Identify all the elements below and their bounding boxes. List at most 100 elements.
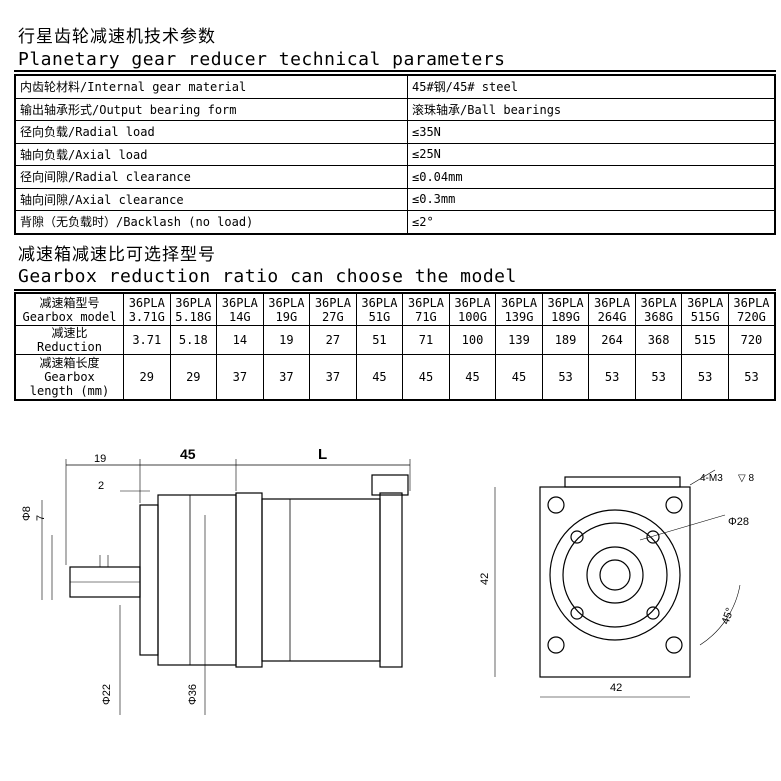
length-cell: 45 [495,354,543,401]
dim-d22: Φ22 [101,684,113,705]
hole-depth: ▽ 8 [738,473,754,484]
parameter-label: 输出轴承形式/Output bearing form [14,97,408,121]
parameter-value: ≤25N [407,142,776,166]
model-line1: 36PLA [500,295,538,310]
parameter-value: ≤0.3mm [407,187,776,211]
dim-d36: Φ36 [187,684,199,705]
ratio-cell: 14 [216,325,264,355]
section1-rule [14,70,776,72]
parameter-label: 轴向负载/Axial load [14,142,408,166]
motor-body [261,498,381,662]
model-line1: 36PLA [361,295,398,310]
model-line2: 19G [275,309,298,324]
gearbox-body [157,494,237,666]
parameter-row: 轴向间隙/Axial clearance≤0.3mm [14,187,776,211]
model-line2: 3.71G [128,309,165,324]
model-line1: 36PLA [175,295,212,310]
model-line1: 36PLA [454,295,491,310]
ratio-cell: 368 [634,325,683,355]
model-line1: 36PLA [594,295,631,310]
dim-L: L [318,446,327,463]
header-length-en1: Gearbox [44,370,95,384]
ratio-cell: 3.71 [123,325,171,355]
mount-hole-3 [547,636,565,654]
length-cell: 37 [216,354,264,401]
model-line1: 36PLA [268,295,305,310]
dim-19: 19 [94,453,106,465]
pilot-circle [586,546,644,604]
model-line1: 36PLA [687,295,724,310]
angle-45: 45° [720,606,737,626]
header-length: 减速箱长度 Gearbox length (mm) [14,354,124,401]
parameter-label: 轴向间隙/Axial clearance [14,187,408,211]
parameter-label: 内齿轮材料/Internal gear material [14,74,408,99]
ratio-cell: 139 [495,325,543,355]
ratio-cell: 71 [402,325,450,355]
mount-hole-1 [547,496,565,514]
holes-note: 4-M3 [700,473,723,484]
model-line2: 27G [322,309,344,324]
model-line2: 515G [690,309,720,324]
model-line2: 368G [644,309,674,324]
model-line2: 189G [551,309,580,324]
length-cell: 53 [634,354,683,401]
model-line2: 71G [415,309,437,324]
header-ratio: 减速比 Reduction [14,325,124,355]
ratio-cell: 51 [355,325,404,355]
connector-top [564,476,681,488]
header-model-zh: 减速箱型号 [39,295,100,310]
mount-hole-4 [665,636,683,654]
model-line1: 36PLA [314,295,351,310]
mount-hole-2 [665,496,683,514]
model-line2: 720G [737,309,766,324]
ratio-cell: 189 [541,325,590,355]
dim-7: 7 [35,515,47,521]
parameter-value: ≤0.04mm [407,165,776,189]
section2-title-en: Gearbox reduction ratio can choose the m… [18,266,517,287]
model-line1: 36PLA [733,295,770,310]
length-cell: 53 [541,354,590,401]
section1-title-en: Planetary gear reducer technical paramet… [18,49,506,70]
parameter-row: 背隙（无负载时）/Backlash (no load)≤2° [14,210,776,234]
motor-rear-cap [379,492,403,668]
model-line2: 264G [597,309,627,324]
dim-2: 2 [98,480,104,492]
parameter-row: 径向负载/Radial load≤35N [14,120,776,144]
model-line1: 36PLA [221,295,258,310]
ratio-cell: 100 [448,325,497,355]
length-cell: 53 [681,354,729,401]
ratio-cell: 264 [588,325,636,355]
length-cell: 29 [123,354,171,401]
ratio-cell: 515 [681,325,729,355]
length-cell: 45 [402,354,450,401]
section2-title-zh: 减速箱减速比可选择型号 [18,245,216,265]
gearbox-flange [139,504,159,656]
parameter-value: ≤2° [407,210,776,234]
ratio-cell: 19 [262,325,311,355]
parameter-row: 径向间隙/Radial clearance≤0.04mm [14,165,776,189]
parameter-value: 45#钢/45# steel [407,74,776,99]
parameter-row: 轴向负载/Axial load≤25N [14,142,776,166]
model-line1: 36PLA [407,295,445,310]
header-model-en: Gearbox model [22,309,117,324]
model-line1: 36PLA [128,295,165,310]
parameter-value: ≤35N [407,120,776,144]
header-length-zh: 减速箱长度 [39,356,100,370]
header-ratio-zh: 减速比 [51,326,88,341]
technical-drawing: 19 45 L 2 Φ8 7 Φ22 Φ36 42 42 4-M3 ▽ 8 Φ2… [21,446,754,715]
